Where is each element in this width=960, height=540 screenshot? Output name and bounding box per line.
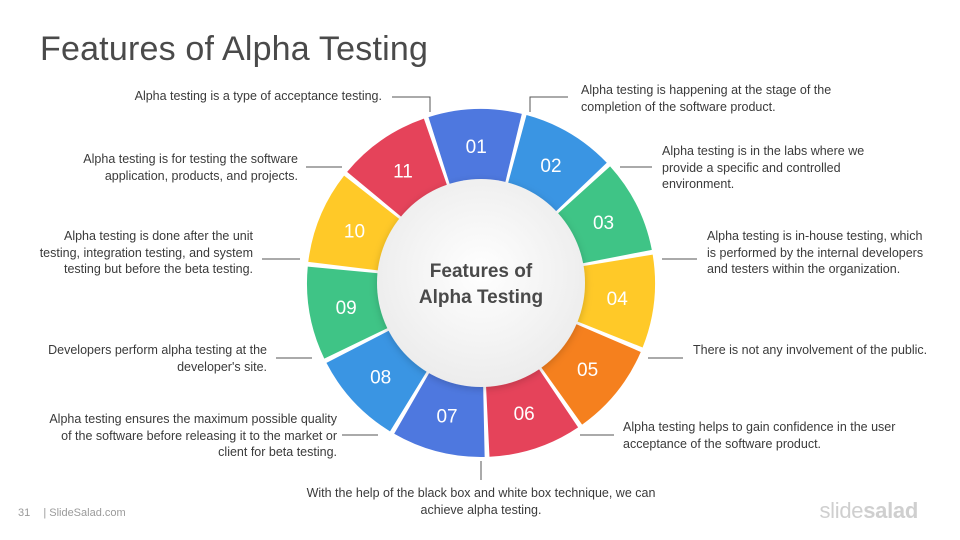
- segment-06: [485, 359, 579, 457]
- feature-text-04: Alpha testing is in-house testing, which…: [707, 229, 924, 276]
- feature-text-03: Alpha testing is in the labs where we pr…: [662, 144, 865, 191]
- segment-number-10: 10: [344, 221, 365, 242]
- feature-text-02: Alpha testing is happening at the stage …: [581, 83, 832, 114]
- page-number: 31: [18, 507, 31, 519]
- segment-number-01: 01: [466, 137, 487, 158]
- center-title-line2: Alpha Testing: [419, 287, 543, 308]
- brand-logo: slidesalad: [819, 498, 918, 524]
- feature-text-07: With the help of the black box and white…: [306, 486, 656, 517]
- feature-text-01: Alpha testing is a type of acceptance te…: [134, 89, 382, 103]
- segment-01: [428, 109, 522, 196]
- connector-line-02: [529, 96, 568, 112]
- segment-number-04: 04: [607, 289, 629, 310]
- connector-lines: [262, 96, 697, 480]
- slide-title: Features of Alpha Testing: [40, 30, 429, 68]
- feature-text-10: Alpha testing is done after the unit tes…: [39, 229, 253, 276]
- footer: 31 | SlideSalad.com: [18, 507, 126, 519]
- segment-number-06: 06: [514, 404, 535, 425]
- segment-number-11: 11: [393, 161, 413, 182]
- segment-number-09: 09: [336, 298, 357, 319]
- connector-line-01: [392, 96, 431, 112]
- footer-site: | SlideSalad.com: [43, 507, 126, 519]
- feature-text-06: Alpha testing helps to gain confidence i…: [623, 420, 896, 451]
- segment-number-02: 02: [540, 156, 561, 177]
- segment-09: [307, 266, 399, 359]
- segment-number-07: 07: [436, 407, 457, 428]
- brand-logo-part1: slide: [819, 498, 864, 523]
- segment-number-05: 05: [577, 360, 598, 381]
- feature-text-05: There is not any involvement of the publ…: [693, 343, 928, 357]
- segment-07: [394, 362, 485, 458]
- segment-number-03: 03: [593, 213, 614, 234]
- feature-text-09: Developers perform alpha testing at the …: [48, 343, 267, 374]
- segment-04: [566, 254, 655, 348]
- feature-text-11: Alpha testing is for testing the softwar…: [83, 152, 298, 183]
- feature-text-08: Alpha testing ensures the maximum possib…: [49, 412, 337, 459]
- segment-number-08: 08: [370, 367, 391, 388]
- center-circle: [377, 179, 585, 387]
- center-title-line1: Features of: [430, 261, 533, 282]
- brand-logo-part2: salad: [863, 498, 918, 523]
